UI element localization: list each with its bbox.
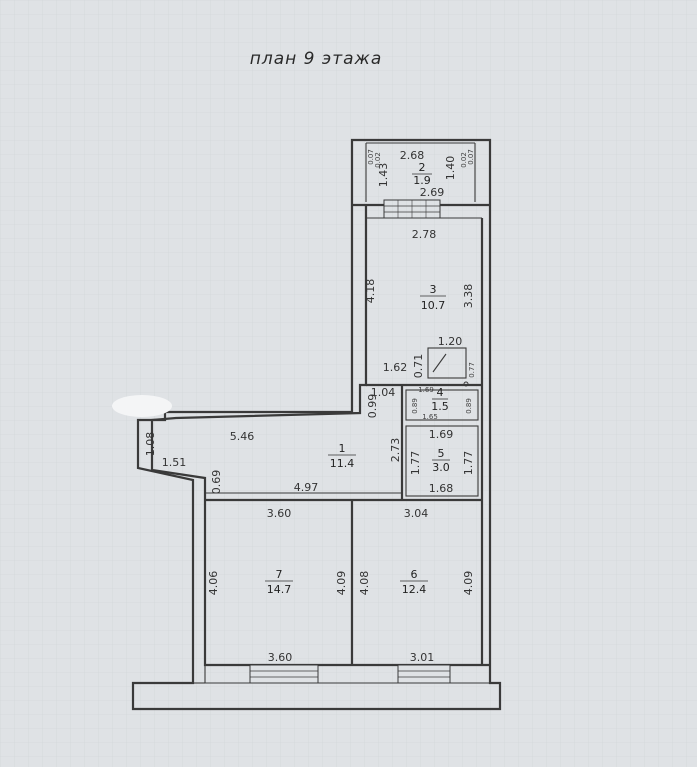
dim-label: 1.77 xyxy=(409,451,422,476)
dim-label: 0.69 xyxy=(210,470,223,495)
dim-label: 1.20 xyxy=(438,335,463,348)
dim-label: 0.89 xyxy=(411,398,419,414)
dim-label: 2.73 xyxy=(389,438,402,463)
room-5-number: 5 xyxy=(438,447,445,460)
dim-label: 1.69 xyxy=(429,428,454,441)
room-2-area: 1.9 xyxy=(413,174,431,187)
room-6-number: 6 xyxy=(411,568,418,581)
balcony-door xyxy=(383,199,441,219)
redaction-mark xyxy=(112,395,172,417)
dim-label: 2.69 xyxy=(420,186,445,199)
room-1-area: 11.4 xyxy=(330,457,355,470)
dim-label: 0.07 xyxy=(367,149,375,165)
dim-label: 3.04 xyxy=(404,507,429,520)
room-6-area: 12.4 xyxy=(402,583,427,596)
dim-label: 2.68 xyxy=(400,149,425,162)
room-3: 3 10.7 xyxy=(420,283,446,312)
dim-label: 2.78 xyxy=(412,228,437,241)
dim-label: 0.02 xyxy=(374,152,382,168)
dim-label: 1.69 xyxy=(418,386,434,394)
window-bottom-right xyxy=(397,664,451,684)
dim-label: 1.65 xyxy=(422,413,438,421)
room-4: 4 1.5 xyxy=(431,386,449,413)
dim-label: 1.51 xyxy=(162,456,187,469)
dim-label: 4.09 xyxy=(335,571,348,596)
dim-label: 4.09 xyxy=(462,571,475,596)
dim-label: 1.40 xyxy=(444,156,457,181)
room-1-number: 1 xyxy=(339,442,346,455)
dim-label: 4.18 xyxy=(364,279,377,304)
dim-label: 3.60 xyxy=(268,651,293,664)
dim-label: 1.62 xyxy=(383,361,408,374)
room-3-area: 10.7 xyxy=(421,299,446,312)
dim-label: 3.38 xyxy=(462,284,475,309)
room-6: 6 12.4 xyxy=(400,568,428,596)
room-7: 7 14.7 xyxy=(265,568,293,596)
room-2: 2 1.9 xyxy=(412,161,432,187)
room-7-number: 7 xyxy=(276,568,283,581)
dim-label: 0.07 xyxy=(467,149,475,165)
dim-label: 4.06 xyxy=(207,571,220,596)
dim-label: 0.02 xyxy=(460,152,468,168)
dim-label: 1.68 xyxy=(429,482,454,495)
dim-label: 3.01 xyxy=(410,651,435,664)
dim-label: 4.97 xyxy=(294,481,319,494)
dim-label: 3.60 xyxy=(267,507,292,520)
room-1: 1 11.4 xyxy=(328,442,356,470)
dim-label: 1.43 xyxy=(377,163,390,188)
interior-walls xyxy=(205,347,482,665)
dim-label: 0.89 xyxy=(465,398,473,414)
dim-label: 5.46 xyxy=(230,430,255,443)
dim-label: 4.08 xyxy=(358,571,371,596)
room-7-area: 14.7 xyxy=(267,583,292,596)
room-5-area: 3.0 xyxy=(432,461,450,474)
room-5: 5 3.0 xyxy=(432,447,450,474)
dim-label: 1.04 xyxy=(371,386,396,399)
window-bottom-left xyxy=(249,664,319,684)
dim-label: 0.71 xyxy=(412,354,425,379)
room-4-area: 1.5 xyxy=(431,400,449,413)
plan-title: план 9 этажа xyxy=(250,49,383,69)
room-4-number: 4 xyxy=(437,386,444,399)
dimension-labels: 2.68 1.43 1.40 2.69 0.07 0.07 0.02 0.02 … xyxy=(144,149,476,664)
outer-walls xyxy=(131,138,502,711)
dim-label: 1.77 xyxy=(462,451,475,476)
room-2-number: 2 xyxy=(419,161,426,174)
dim-label: 0.99 xyxy=(366,394,379,419)
dim-label: 1.08 xyxy=(144,432,157,457)
dim-label: 0.77 xyxy=(468,362,476,378)
room-3-number: 3 xyxy=(430,283,437,296)
